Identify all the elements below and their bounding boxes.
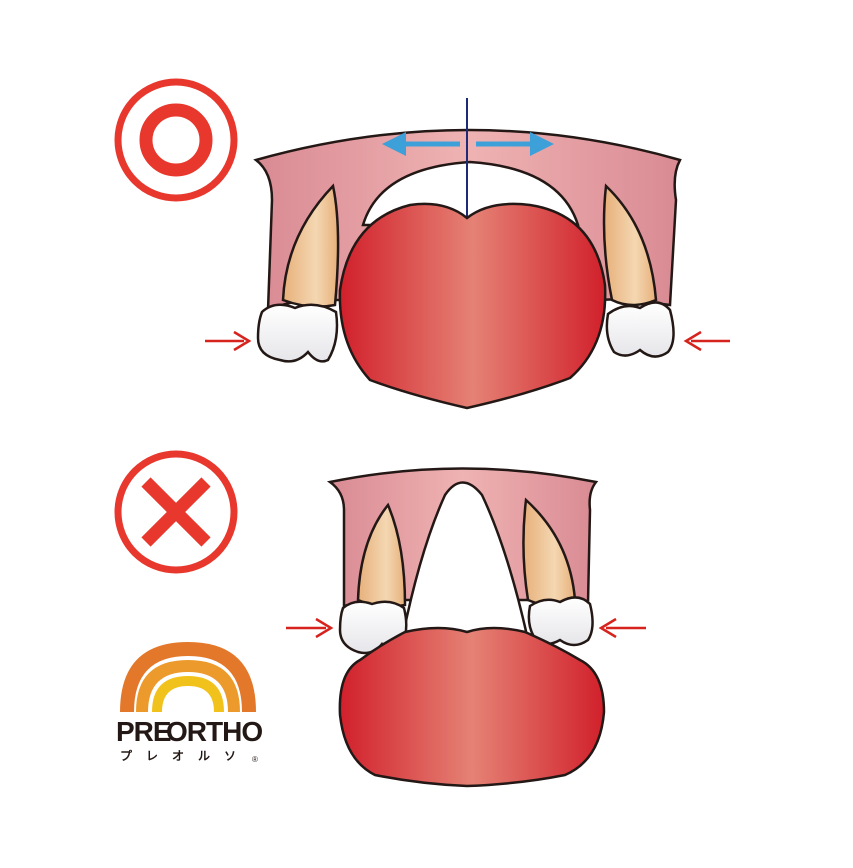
logo-katakana: プレオルソ — [120, 748, 250, 763]
logo-rainbow-icon — [120, 642, 256, 712]
cross-mark-icon — [114, 450, 238, 574]
incorrect-panel — [114, 450, 646, 788]
left-pressure-arrow-icon — [205, 330, 252, 352]
right-pressure-arrow-icon — [683, 330, 730, 352]
expansion-arrows — [382, 132, 554, 156]
left-pressure-arrow-icon-narrow — [286, 617, 334, 639]
circle-mark-icon — [114, 78, 238, 202]
tongue-wide — [338, 202, 607, 410]
right-pressure-arrow-icon-narrow — [598, 617, 646, 639]
right-canine-tooth — [602, 183, 675, 358]
left-canine-tooth-narrow — [338, 502, 408, 655]
preortho-logo: PRE ORTHO プレオルソ ® — [116, 642, 263, 764]
left-canine-tooth — [256, 183, 340, 363]
palate-opening-narrow — [400, 481, 530, 642]
correct-panel — [114, 78, 730, 410]
logo-registered-mark: ® — [252, 755, 258, 764]
logo-brand-pre: PRE — [116, 716, 171, 747]
right-canine-tooth-narrow — [522, 497, 594, 647]
tongue-low — [338, 626, 606, 788]
logo-brand-ortho: ORTHO — [166, 716, 262, 747]
